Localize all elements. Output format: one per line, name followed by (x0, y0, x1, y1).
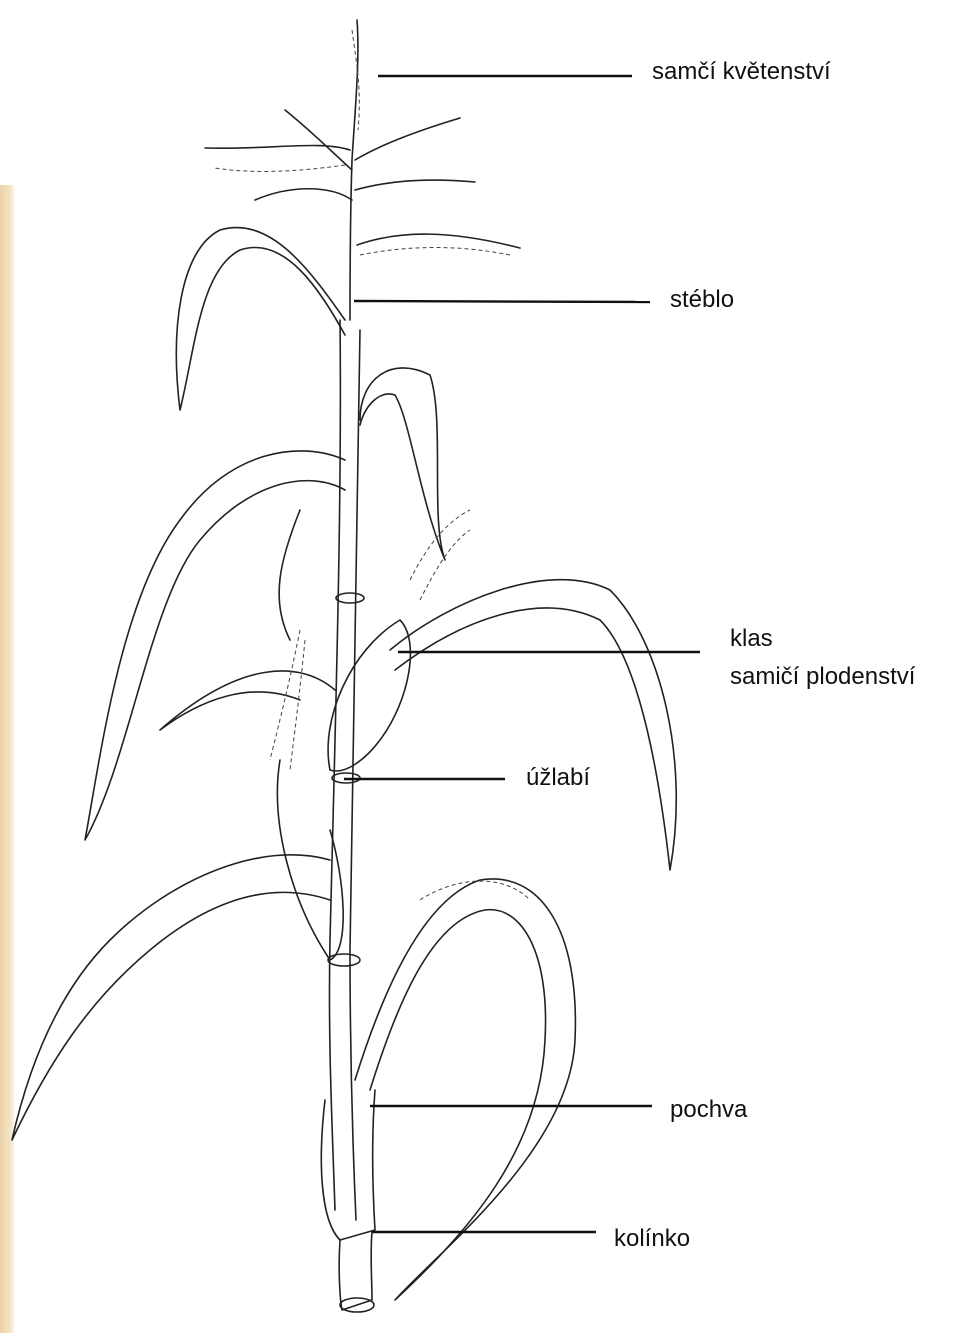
lower-sheath (321, 1090, 375, 1312)
tassel (205, 20, 520, 320)
leader-stem (354, 301, 650, 302)
label-male-inflorescence: samčí květenství (652, 58, 831, 86)
ear (270, 510, 470, 960)
label-axil: úžlabí (526, 764, 590, 792)
label-sheath: pochva (670, 1096, 747, 1124)
label-stem: stéblo (670, 286, 734, 314)
label-node: kolínko (614, 1225, 690, 1253)
label-ear-line2: samičí plodenství (730, 663, 915, 691)
label-ear-line1: klas (730, 625, 773, 653)
